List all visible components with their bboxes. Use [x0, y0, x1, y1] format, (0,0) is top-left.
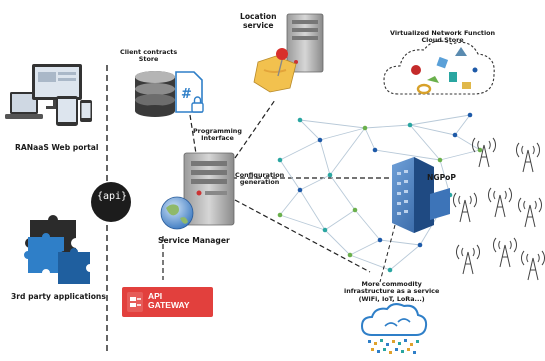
vnf-store-label: Virtualized Network Function Cloud Store — [390, 29, 496, 45]
document-lock-icon: # — [175, 71, 204, 113]
third-party-label: 3rd party applications — [11, 292, 106, 301]
tablet-icon — [56, 96, 78, 126]
api-gateway-line1: API — [148, 291, 163, 301]
svg-text:#: # — [181, 87, 192, 102]
location-service-label: Location service — [240, 12, 277, 30]
iot-dots — [368, 339, 419, 354]
commodity-infra-label: More commodity infrastructure as a servi… — [344, 280, 440, 303]
service-manager-label: Service Manager — [158, 236, 230, 245]
ranaas-portal-label: RANaaS Web portal — [15, 143, 99, 152]
api-gateway-icon — [122, 287, 213, 317]
phone-icon — [80, 100, 92, 122]
ngpop-label: NGPoP — [427, 173, 456, 182]
ranaas-devices — [5, 64, 92, 126]
api-gateway-label: API GATEWAY — [148, 292, 190, 310]
server-icon — [183, 152, 235, 226]
cloud-icon — [360, 303, 428, 336]
building-icon — [392, 157, 450, 233]
server-icon — [286, 13, 324, 73]
globe-icon — [160, 196, 194, 230]
cloud-icon — [383, 40, 495, 95]
connectors — [162, 99, 393, 280]
api-badge-label: {api} — [96, 191, 128, 202]
connector — [379, 224, 396, 283]
config-generation-label: Configuration generation — [235, 171, 285, 187]
api-badge-icon — [91, 182, 131, 222]
api-gateway-line2: GATEWAY — [148, 299, 190, 310]
map-pin-icon — [253, 48, 297, 93]
programming-interface-label: Programming Interface — [193, 127, 242, 143]
client-contracts-label: Client contracts Store — [120, 48, 178, 64]
laptop-icon — [5, 92, 43, 119]
radio-tower-icon — [452, 137, 545, 281]
puzzle-icon — [24, 215, 90, 284]
database-icon — [135, 71, 175, 117]
mesh-network — [277, 112, 483, 273]
